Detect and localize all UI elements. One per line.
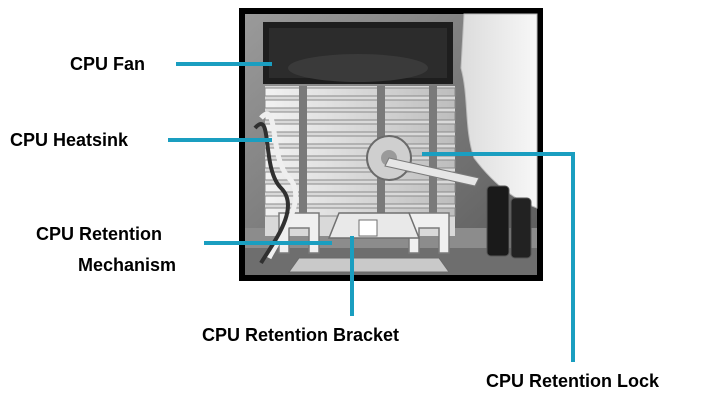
cpu-heatsink-label: CPU Heatsink xyxy=(10,130,129,150)
cpu-retention-bracket-label: CPU Retention Bracket xyxy=(202,325,400,345)
retention-bracket xyxy=(288,212,450,273)
cpu-retention-lock-label: CPU Retention Lock xyxy=(486,371,660,391)
heatsink-fins xyxy=(264,86,456,236)
cpu-retention-lock-leader-line xyxy=(422,152,575,362)
cpu-retention-mechanism-label-line1: CPU Retention xyxy=(36,224,162,244)
cpu-retention-mechanism-label-line2: Mechanism xyxy=(78,255,177,275)
retention-lock-lever xyxy=(366,135,480,187)
cpu-cooler-photo xyxy=(239,8,543,281)
capacitors xyxy=(486,185,532,259)
cpu-cooler-illustration xyxy=(239,8,543,281)
cpu-fan-label: CPU Fan xyxy=(70,54,146,74)
